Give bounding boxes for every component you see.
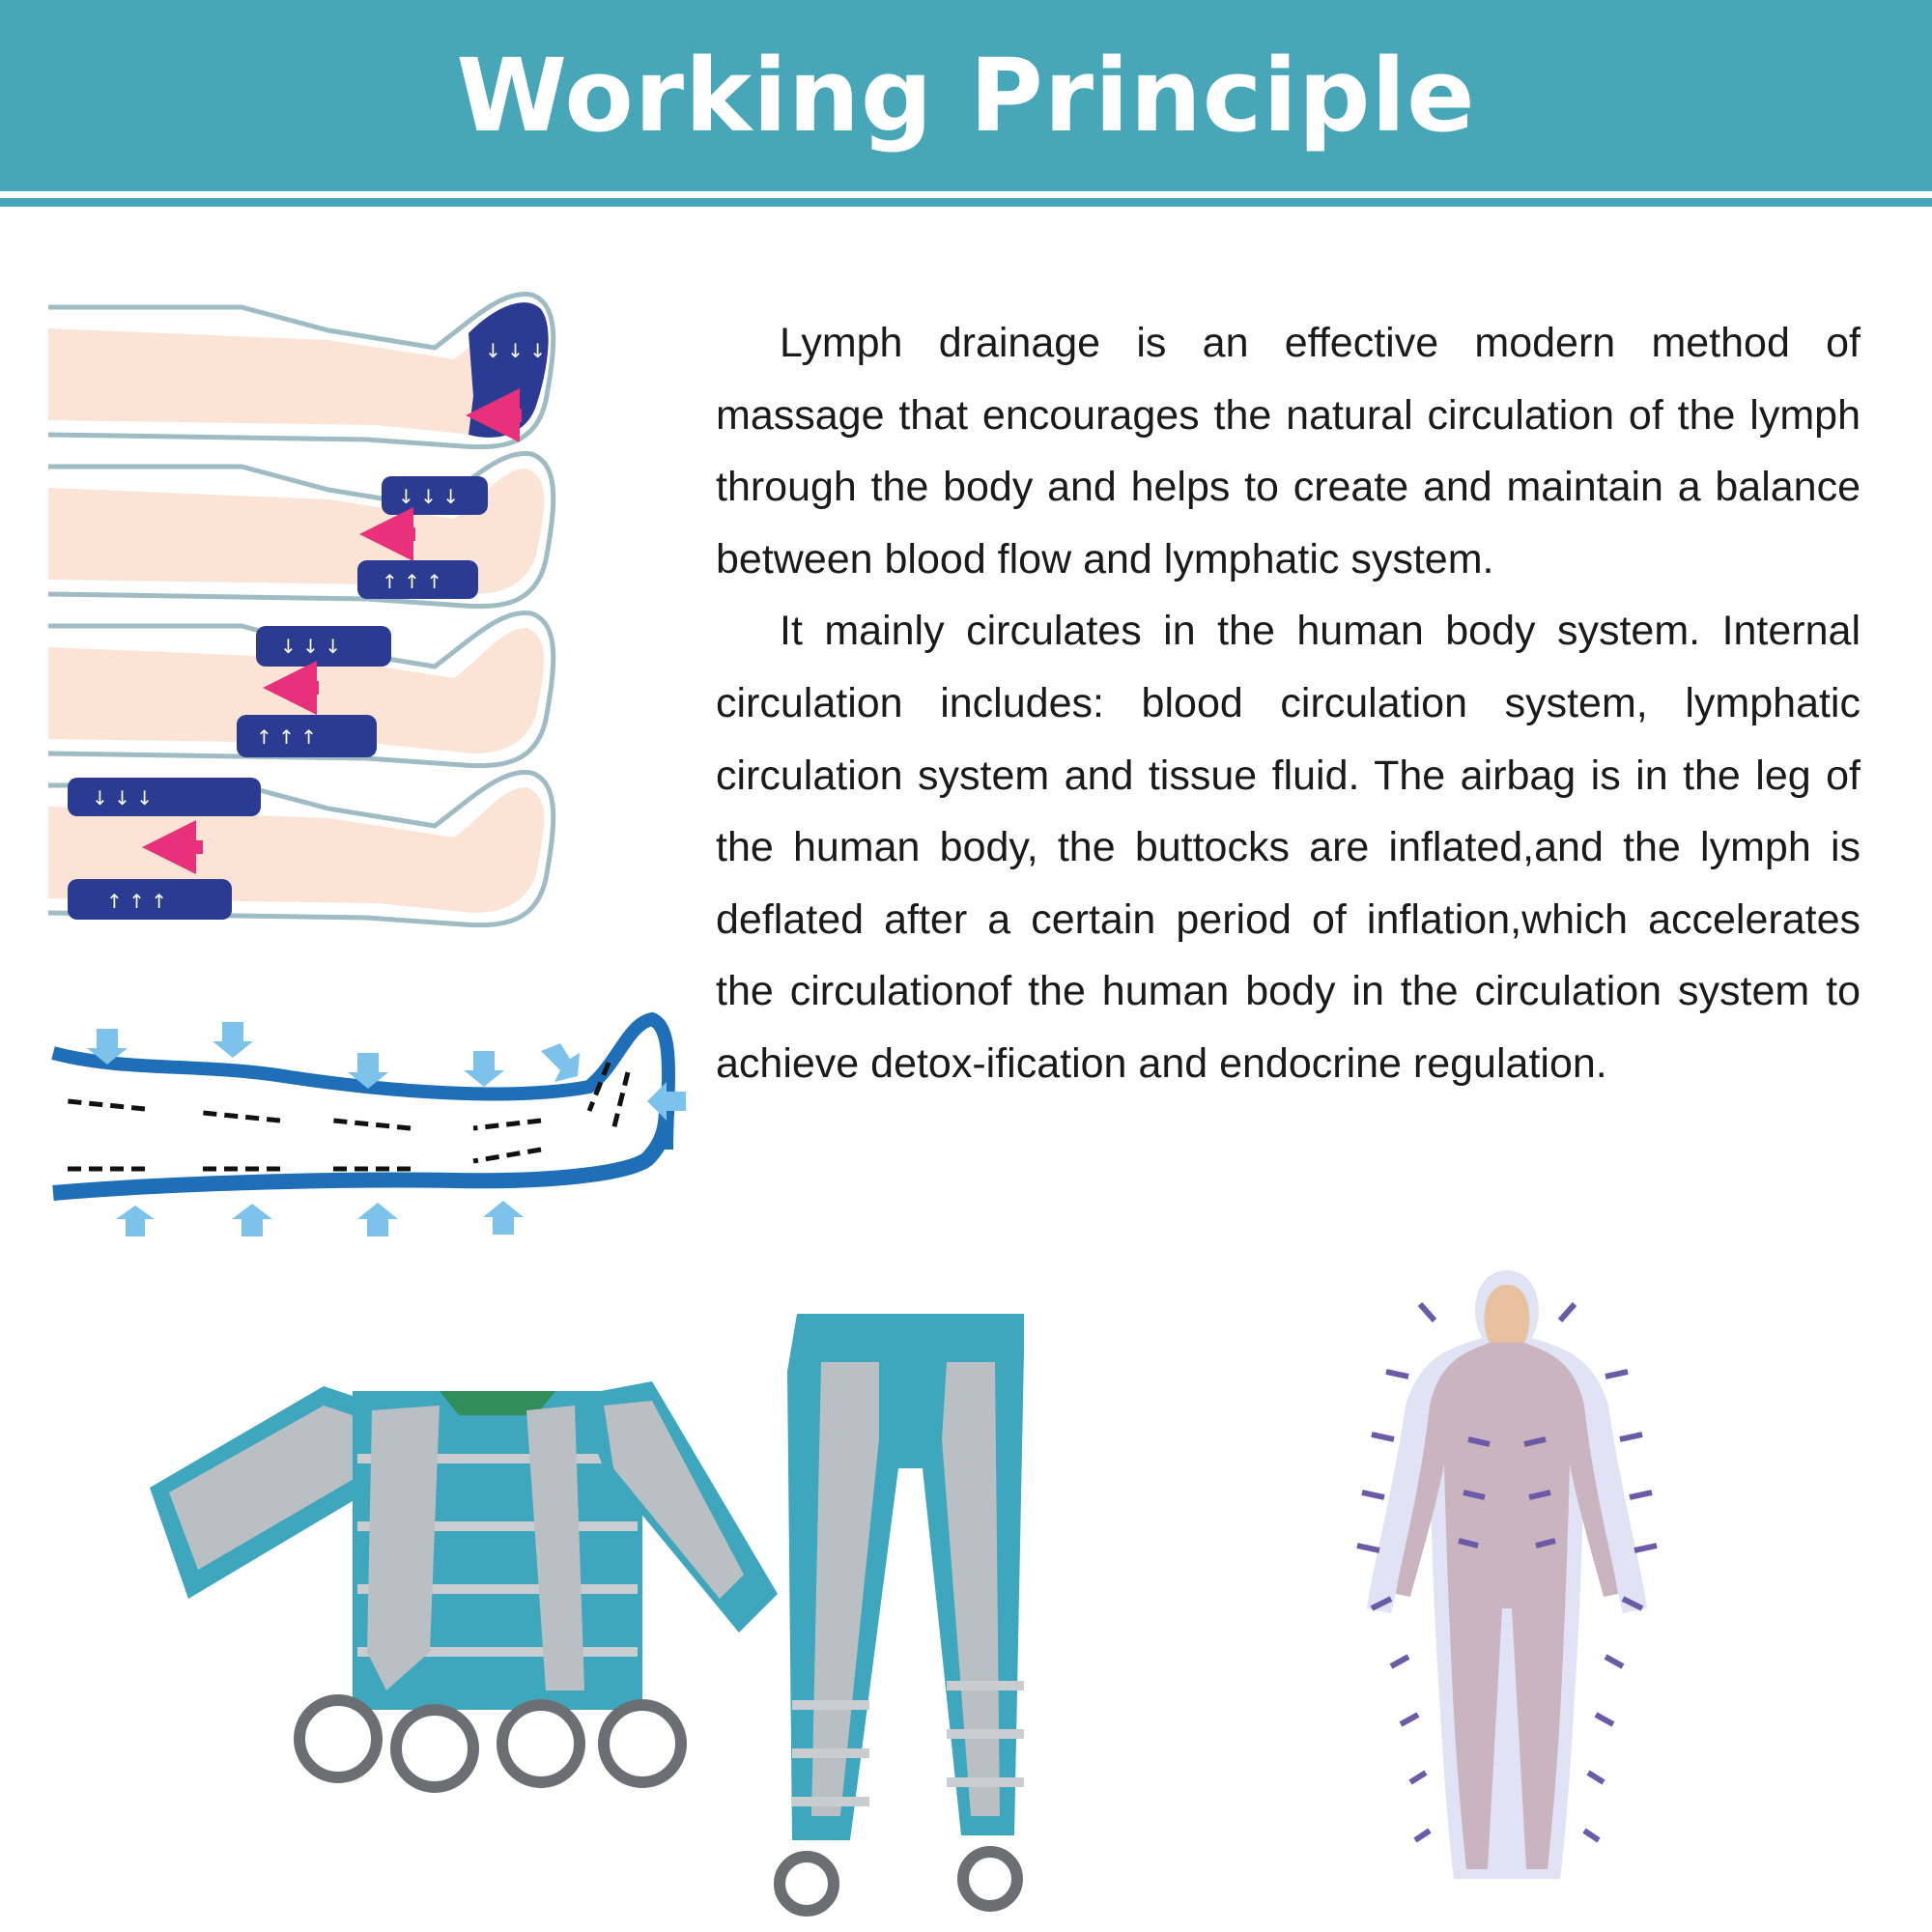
active-cuff-bottom [68, 879, 232, 920]
active-cuff-bottom [237, 715, 377, 757]
hose-coils [774, 1846, 1023, 1917]
body-pressure-illustration [1356, 1270, 1658, 1879]
active-cuff-top [382, 476, 488, 515]
pants-illustration [774, 1314, 1024, 1917]
pressure-arrows [1356, 1302, 1658, 1843]
svg-text:↓ ↓ ↓: ↓ ↓ ↓ [398, 485, 459, 508]
active-cuff-bottom [357, 560, 478, 599]
svg-text:↑ ↑ ↑: ↑ ↑ ↑ [106, 890, 167, 913]
page-title: Working Principle [456, 37, 1476, 155]
leg-step-2: ↓ ↓ ↓ ↑ ↑ ↑ [48, 453, 554, 606]
header-banner [0, 0, 1932, 191]
paragraph-2: It mainly circulates in the human body s… [716, 608, 1861, 1087]
svg-text:↓ ↓ ↓: ↓ ↓ ↓ [92, 786, 153, 810]
active-cuff-top [68, 778, 261, 816]
leg-compression-diagram: ↓ ↓ ↓ ↓ ↓ ↓ ↑ ↑ ↑ ↓ ↓ ↓ ↑ ↑ ↑ ↓ ↓ ↓ ↑ ↑ … [48, 290, 628, 927]
lymph-flow-diagram [51, 1011, 686, 1236]
active-cuff-top [256, 626, 391, 667]
leg-step-3: ↓ ↓ ↓ ↑ ↑ ↑ [48, 612, 554, 765]
leg-step-4: ↓ ↓ ↓ ↑ ↑ ↑ [48, 772, 554, 924]
paragraph-1: Lymph drainage is an effective modern me… [716, 320, 1861, 582]
header-divider [0, 198, 1932, 207]
flow-arrows [67, 1062, 631, 1172]
jacket-illustration [150, 1381, 778, 1793]
pressure-arrows-bottom [116, 1201, 524, 1236]
svg-text:↓ ↓ ↓: ↓ ↓ ↓ [280, 635, 341, 658]
svg-text:↑ ↑ ↑: ↑ ↑ ↑ [256, 725, 317, 749]
svg-text:↓ ↓ ↓: ↓ ↓ ↓ [485, 339, 546, 362]
description-text: Lymph drainage is an effective modern me… [716, 307, 1861, 1100]
hose-coils [294, 1694, 687, 1793]
svg-text:↑ ↑ ↑: ↑ ↑ ↑ [382, 570, 442, 593]
pressure-arrows-top [87, 1022, 686, 1121]
leg-step-1: ↓ ↓ ↓ [48, 294, 554, 446]
